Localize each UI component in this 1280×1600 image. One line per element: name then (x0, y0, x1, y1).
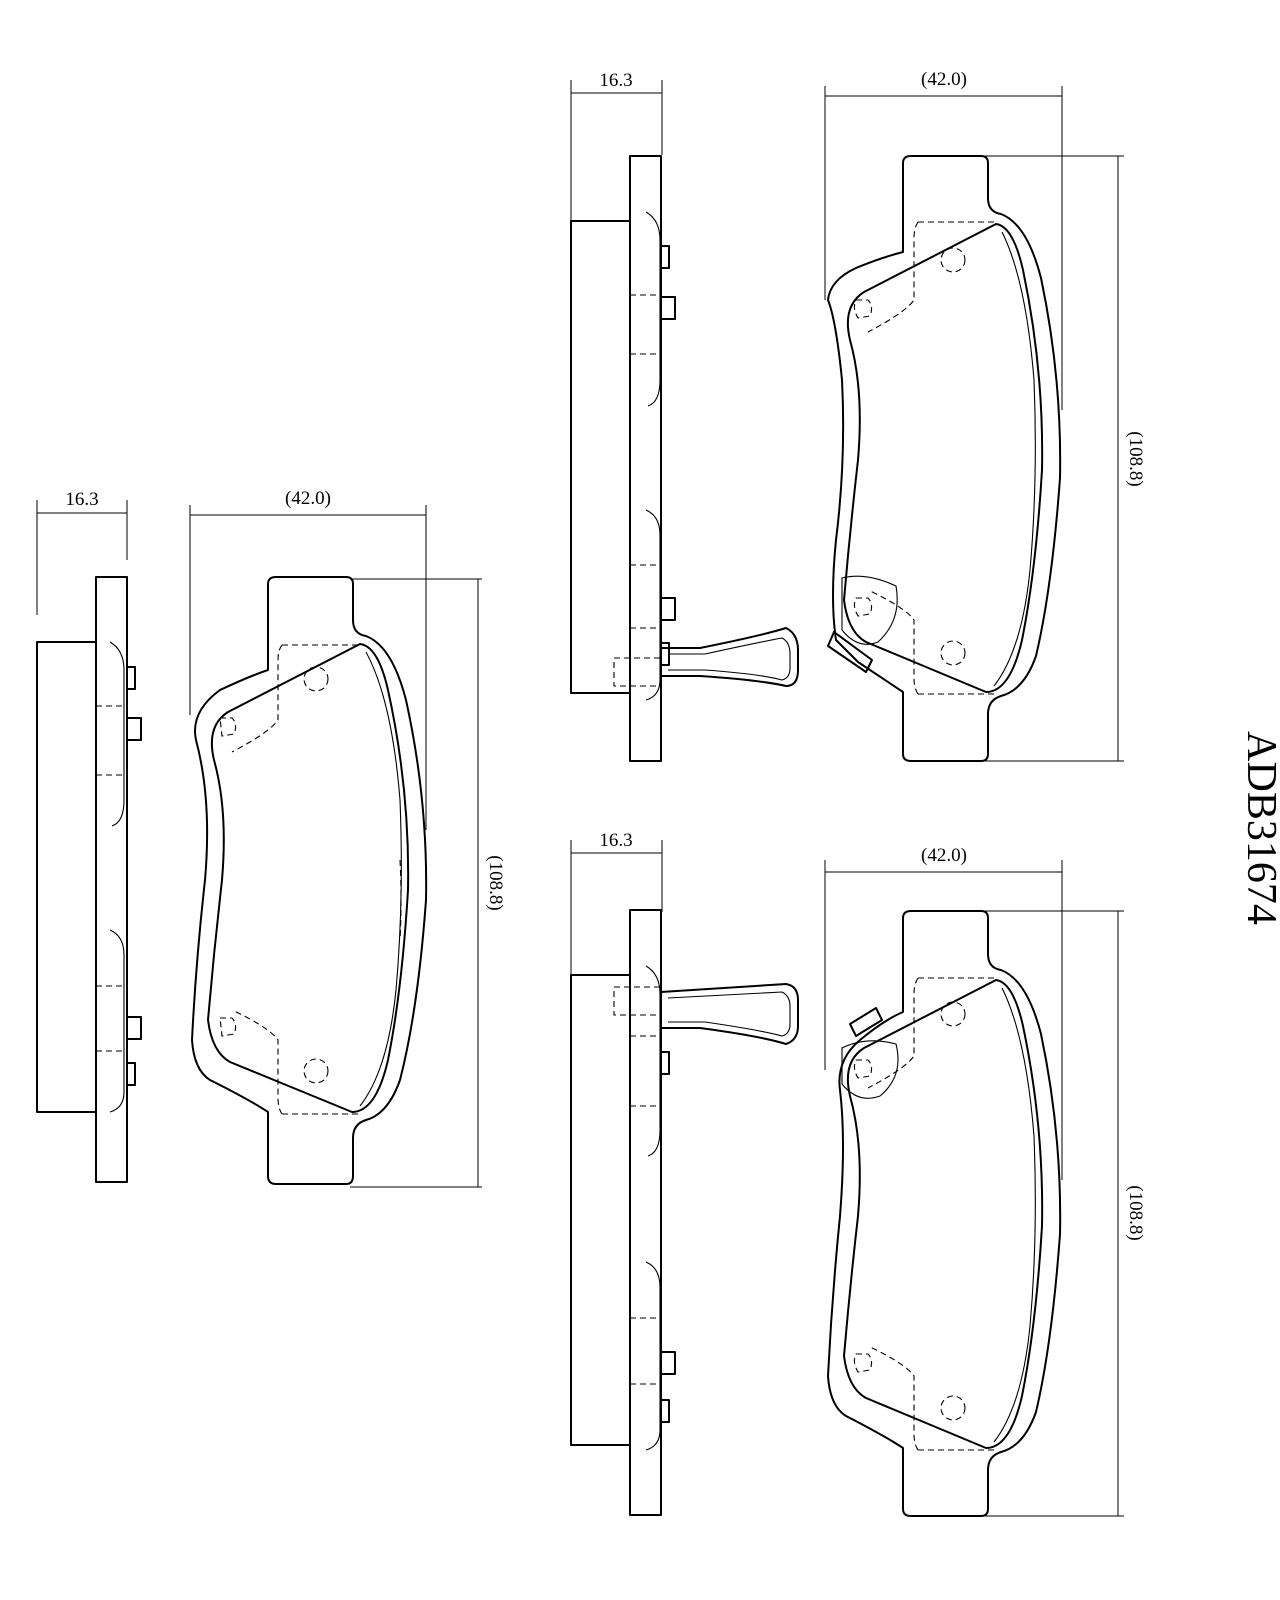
backing-plate (95, 576, 128, 1183)
backing-plate-outline (827, 155, 1062, 762)
thickness-dimension-label: 16.3 (599, 70, 632, 91)
backing-plate (629, 909, 662, 1516)
wear-sensor-tab (849, 1007, 883, 1037)
backing-plate-outline (191, 576, 428, 1185)
length-dimension-label: (108.8) (1125, 431, 1146, 486)
pad-bottom-right-side-view: 16.3 (570, 830, 799, 1516)
pad-hole (940, 1395, 966, 1421)
part-number: ADB31674 (1238, 731, 1280, 925)
width-dimension-label: (42.0) (285, 488, 331, 509)
backing-plate-outline (827, 910, 1062, 1517)
friction-pad-outline (207, 643, 410, 1113)
friction-pad-outline (843, 223, 1044, 693)
friction-pad-outline (843, 979, 1044, 1449)
length-dimension-label: (108.8) (485, 855, 506, 910)
pad-hole (303, 666, 329, 692)
length-dimension-label: (108.8) (1125, 1185, 1146, 1240)
backing-plate (629, 155, 662, 762)
friction-material (570, 220, 631, 694)
wear-sensor-clip (613, 627, 799, 687)
pad-hole (940, 247, 966, 273)
friction-material (570, 974, 631, 1446)
wear-sensor-clip (613, 983, 799, 1045)
thickness-dimension-label: 16.3 (599, 830, 632, 851)
width-dimension-label: (42.0) (921, 845, 967, 866)
pad-left-face-view: (42.0) (108.8) (189, 488, 506, 1188)
pad-hole (303, 1058, 329, 1084)
pad-bottom-right-face-view: (42.0) (108.8) (824, 845, 1146, 1517)
wear-sensor-tab (827, 631, 873, 673)
pad-hole (940, 640, 966, 666)
pad-top-right-face-view: (42.0) (108.8) (824, 69, 1146, 762)
friction-material (36, 641, 97, 1113)
width-dimension-label: (42.0) (921, 69, 967, 90)
pad-hole (940, 1001, 966, 1027)
pad-top-right-side-view: 16.3 (570, 70, 799, 762)
pad-left-side-view: 16.3 (36, 489, 142, 1183)
thickness-dimension-label: 16.3 (65, 489, 98, 510)
